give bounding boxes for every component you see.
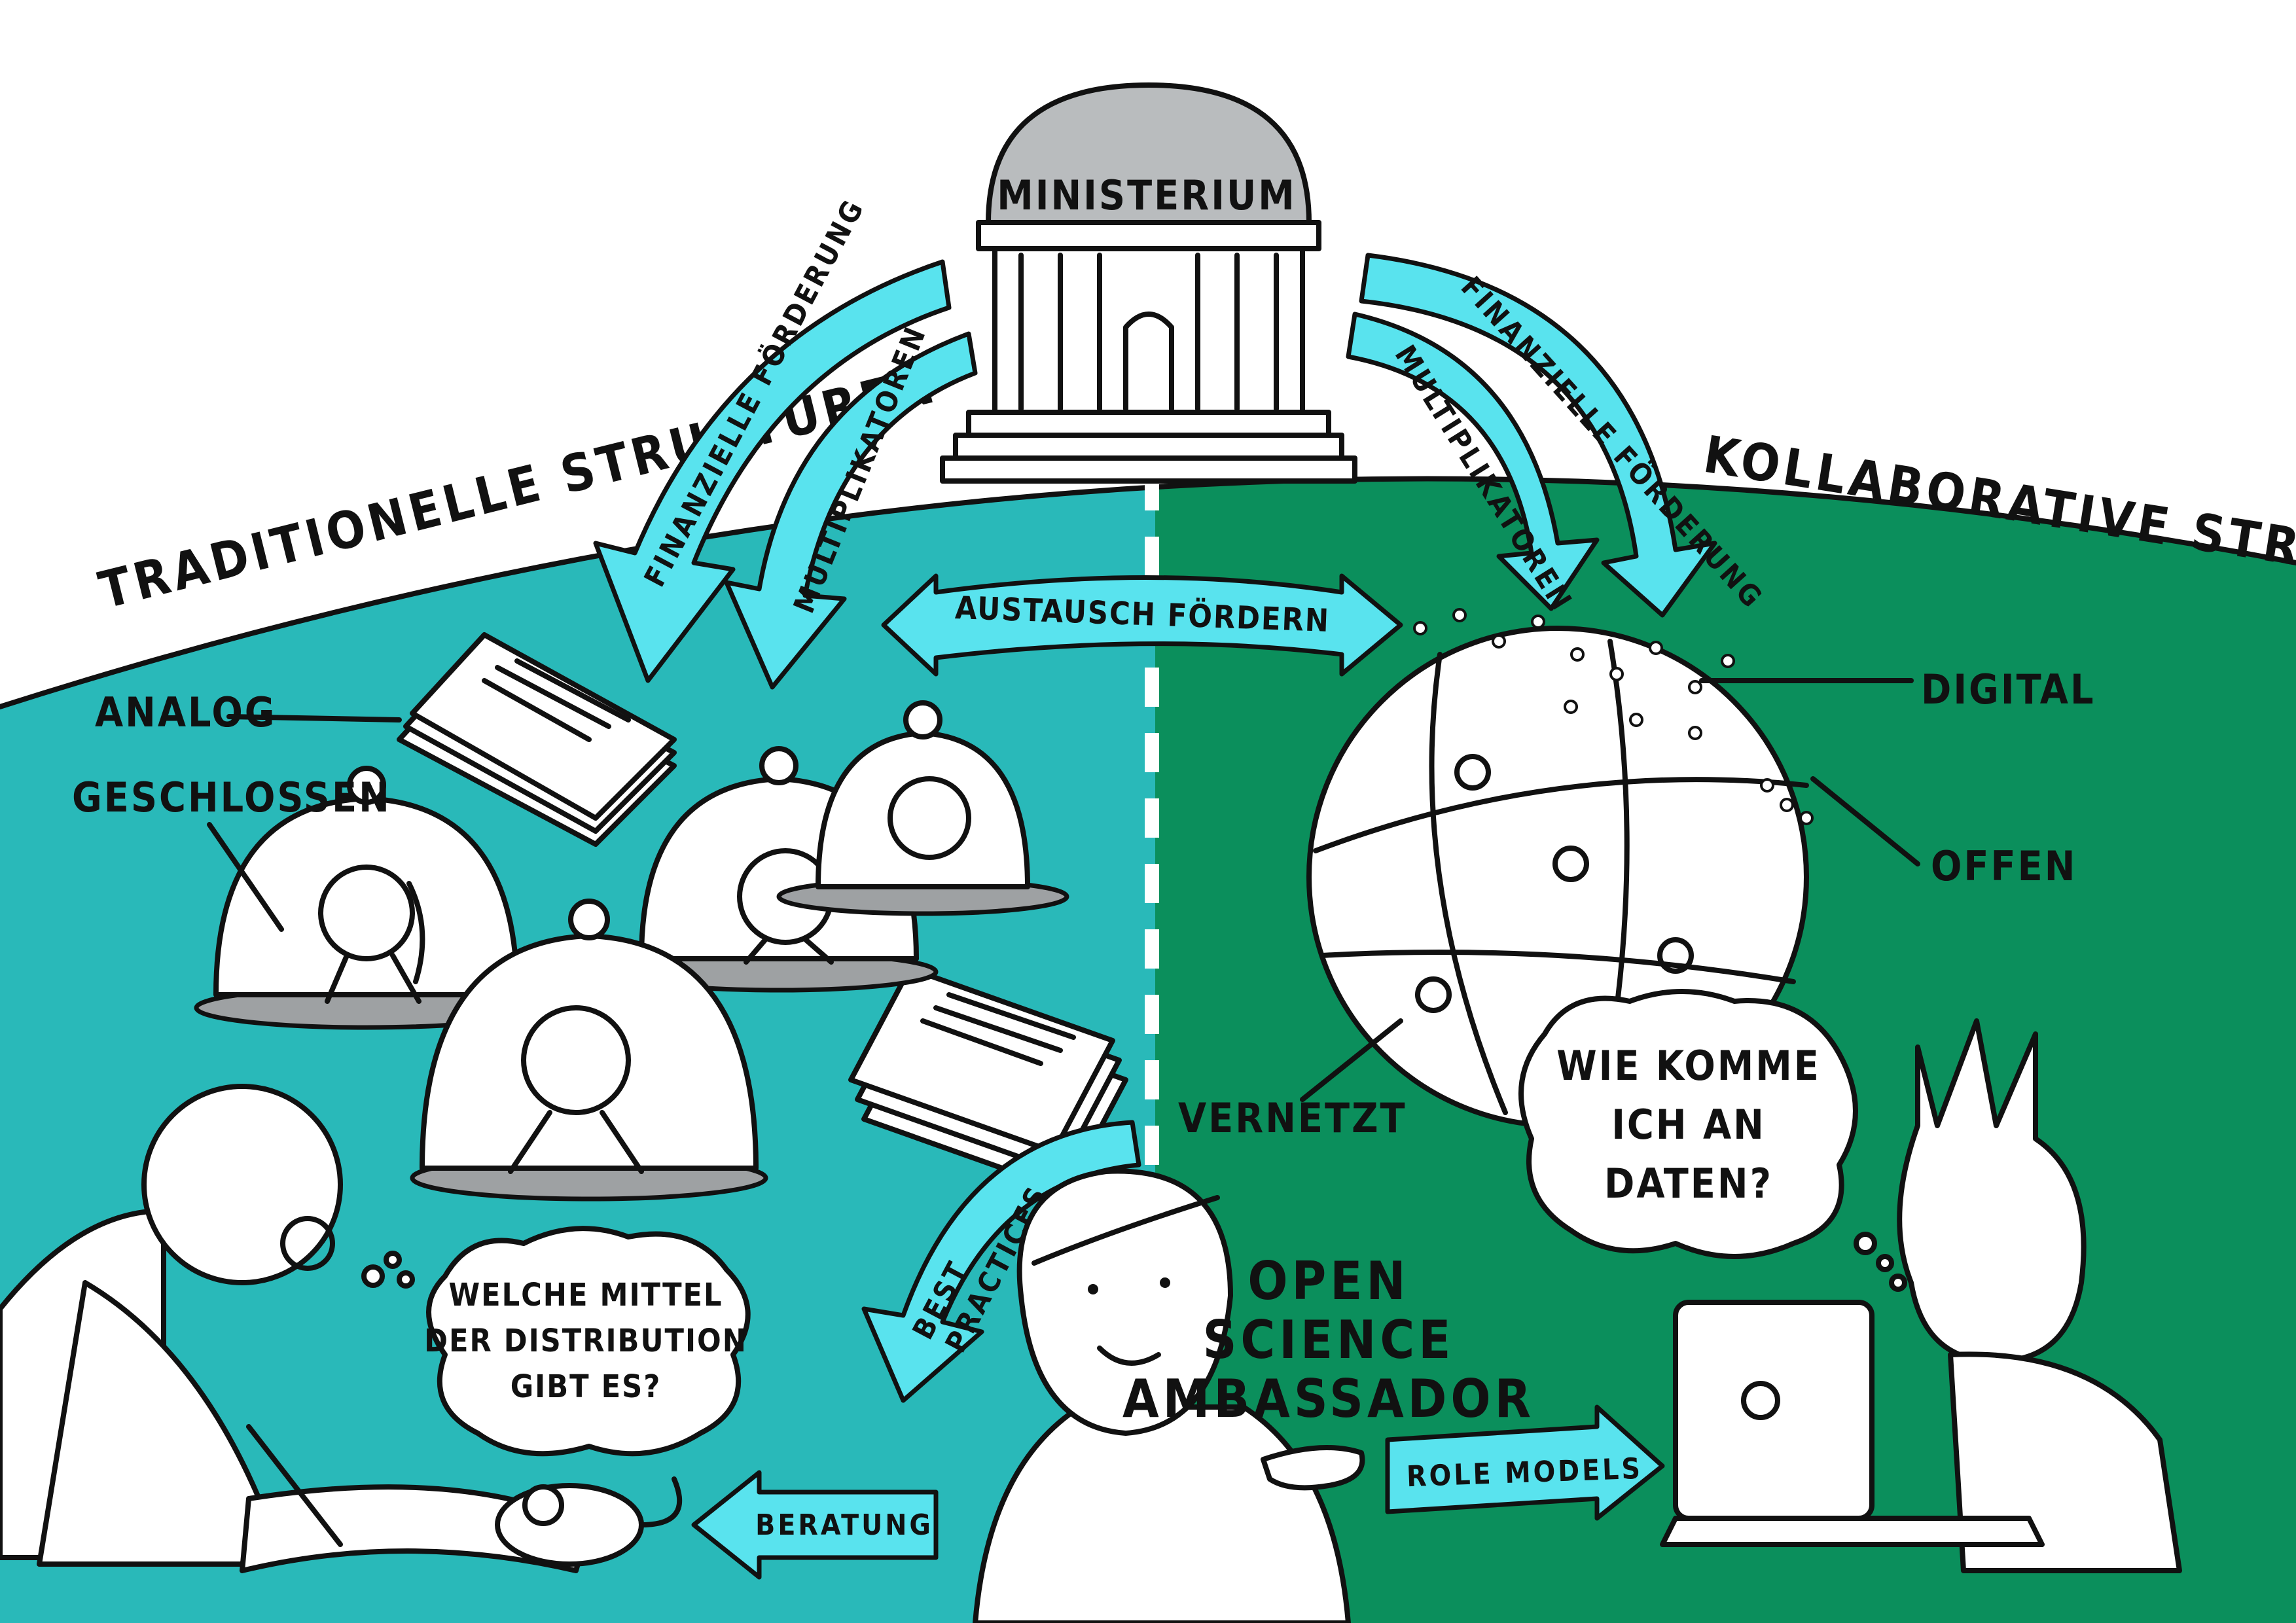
right-bubble-line1: WIE KOMME [1556,1042,1821,1090]
left-bubble-line3: GIBT ES? [511,1368,662,1405]
cloche-man-bald [776,700,1069,916]
svg-text:BERATUNG: BERATUNG [755,1508,933,1542]
ambassador-line1: OPEN [1247,1251,1409,1311]
advice-arrow: BERATUNG [691,1470,939,1580]
ambassador-line3: AMBASSADOR [1122,1368,1535,1429]
left-bubble-line1: WELCHE MITTEL [448,1277,723,1313]
networked-label: VERNETZT [1178,1094,1407,1142]
networked-pointer [1300,1018,1403,1102]
mouse-figure [495,1476,683,1567]
right-bubble-line3: DATEN? [1604,1160,1773,1207]
ambassador-line2: SCIENCE [1203,1310,1455,1370]
ministry-building [940,82,1357,484]
digital-label: DIGITAL [1921,666,2096,713]
left-thought-bubble [361,1226,751,1457]
ministry-label: MINISTERIUM [997,171,1297,219]
analog-label: ANALOG [95,688,277,736]
data-particles [1413,608,1814,825]
cloche-young-man [410,899,768,1202]
paper-stack-top [397,632,677,847]
left-bubble-line2: DER DISTRIBUTION [424,1323,747,1359]
open-label: OFFEN [1931,842,2077,890]
exchange-arrow: AUSTAUSCH FÖRDERN [881,573,1403,677]
role-models-arrow: ROLE MODELS [1385,1404,1665,1521]
ambassador-figure [973,1168,1365,1623]
open-pointer [1810,776,1920,866]
closed-pointer [207,822,284,932]
svg-text:ROLE MODELS: ROLE MODELS [1406,1452,1643,1494]
right-bubble-line2: ICH AN [1611,1101,1766,1149]
right-thought-bubble [1518,989,1907,1292]
old-man-figure [0,1084,592,1573]
closed-label: GESCHLOSSEN [72,774,391,821]
laptop-man-figure [1660,1018,2182,1573]
analog-pointer [226,714,402,722]
